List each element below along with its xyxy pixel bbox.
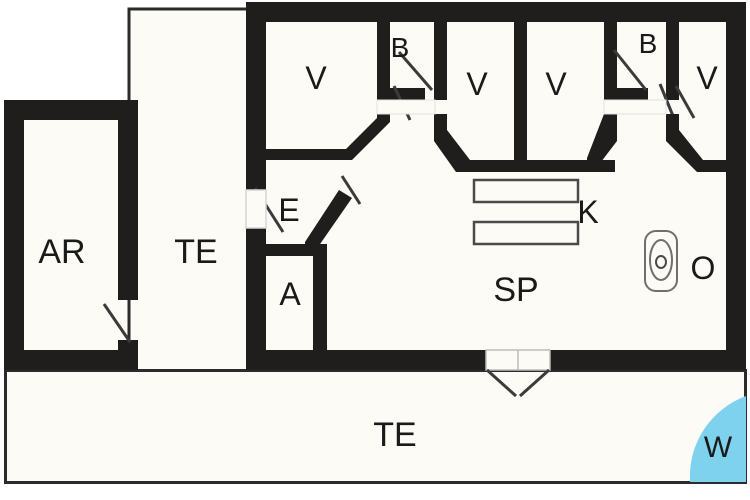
door-swing-e-right: [340, 175, 362, 205]
water-zone-w: [689, 396, 746, 482]
walls-e-room: [246, 160, 352, 258]
room-label-w: W: [703, 431, 733, 464]
door-swing-b1: [397, 51, 434, 91]
kitchen-counters: [472, 178, 580, 246]
room-label-b1: B: [390, 32, 410, 63]
walls-v1-lower: [266, 114, 390, 160]
room-label-v4: V: [696, 60, 718, 96]
room-label-v3: V: [545, 66, 567, 102]
door-swing-b2: [612, 49, 648, 91]
floor-te-bottom: [5, 370, 746, 484]
room-label-a: A: [279, 276, 301, 312]
room-label-e: E: [278, 192, 300, 228]
door-swing-sp-left: [485, 368, 518, 398]
walls-v4-lower: [666, 114, 726, 172]
door-swing-v4: [674, 85, 696, 119]
bath-tub-fixture: [644, 230, 678, 292]
room-label-ar: AR: [38, 233, 86, 271]
kitchen-counter-upper: [472, 178, 580, 204]
floor-fills: [4, 4, 746, 484]
room-label-o: O: [690, 250, 716, 286]
door-opening-e: [245, 189, 267, 229]
walls-a-room: [246, 244, 327, 362]
walls-upper-rooms: [377, 22, 679, 162]
walls-v2-v3-lower: [470, 160, 615, 172]
door-openings: [376, 99, 667, 115]
door-swing-ar: [102, 303, 132, 343]
room-label-te-bottom: TE: [373, 416, 417, 454]
room-label-te-left: TE: [174, 233, 218, 271]
door-swing-sp-right: [518, 368, 551, 398]
room-label-k: K: [577, 194, 599, 230]
room-label-sp: SP: [493, 271, 539, 309]
room-label-v2: V: [466, 66, 488, 102]
kitchen-counter-lower: [472, 220, 580, 246]
room-label-v1: V: [305, 60, 327, 96]
tub-drain: [655, 255, 667, 269]
door-sp-double: [485, 349, 551, 398]
room-label-b2: B: [638, 28, 658, 59]
walls-v3-lower: [587, 114, 617, 172]
walls-ar: [4, 100, 138, 370]
floor-ar-block: [4, 100, 136, 370]
walls-v2-lower: [434, 114, 470, 172]
floor-te-left: [128, 8, 246, 370]
